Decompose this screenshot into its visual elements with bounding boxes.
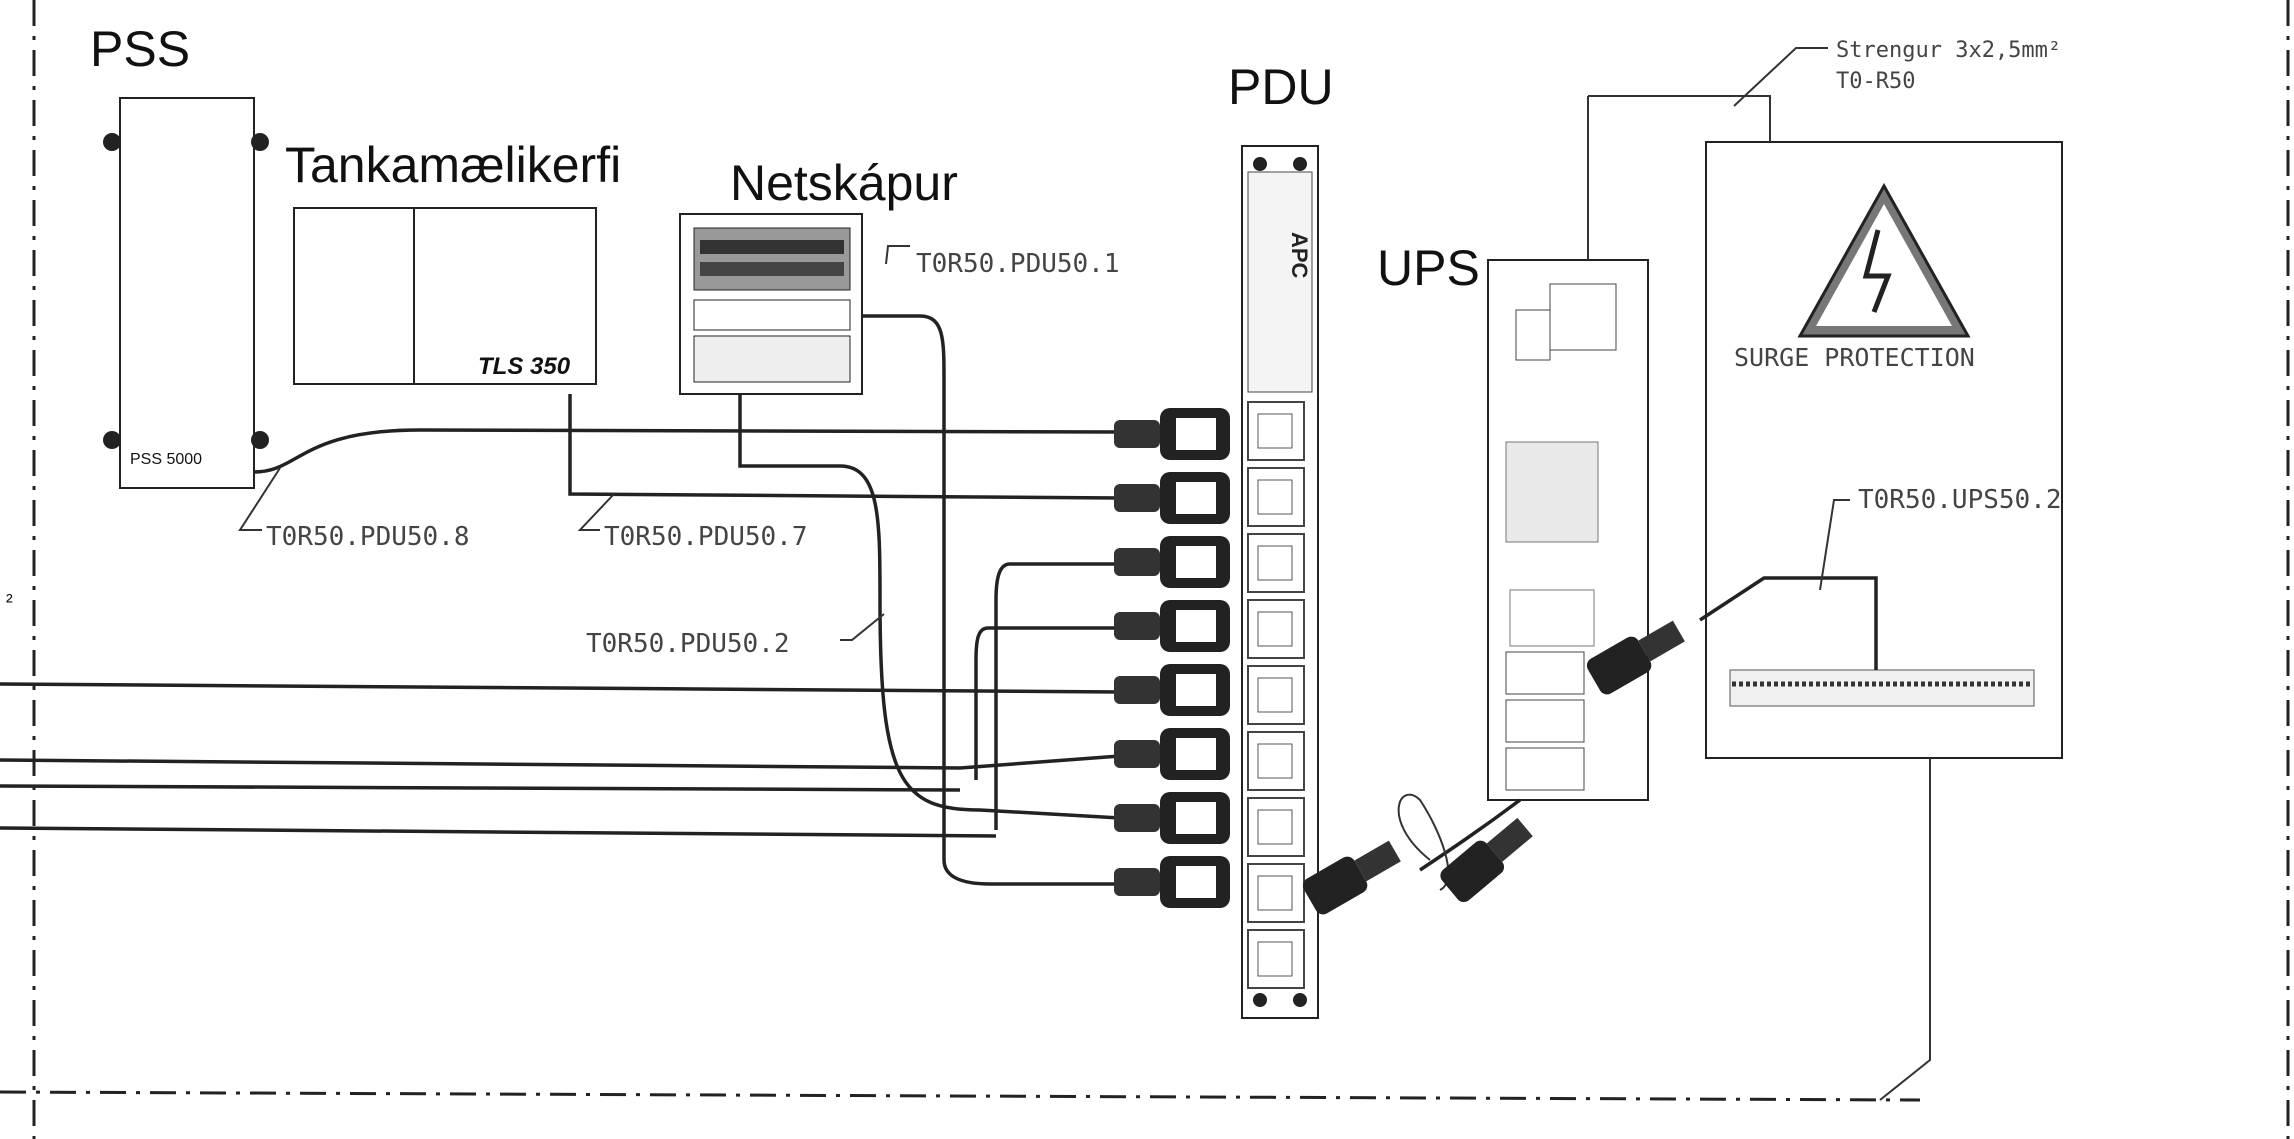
pss-unit: PSS 5000 — [103, 97, 269, 489]
iec-outlet-icon — [1247, 731, 1305, 791]
netskapur-title: Netskápur — [730, 155, 958, 211]
surge-protection-cabinet: SURGE PROTECTION — [1705, 141, 2063, 759]
strengur-label-2: T0-R50 — [1836, 69, 1915, 94]
iec-plug-icon — [1114, 472, 1230, 524]
iec-plug-icon — [1114, 664, 1230, 716]
iec-plug-icon — [1586, 620, 1685, 695]
ups-unit — [1487, 96, 1649, 801]
iec-outlet-icon — [1247, 665, 1305, 725]
wire-pdu-4 — [974, 626, 1120, 780]
tank-title: Tankamælikerfi — [285, 137, 621, 193]
iec-outlet-icon — [1247, 533, 1305, 593]
surge-label: SURGE PROTECTION — [1734, 343, 1975, 372]
wire-net-1 — [738, 394, 1121, 820]
wire-ext-1 — [0, 682, 1121, 694]
iec-plug-icon — [1114, 728, 1230, 780]
cable-label-ups2: T0R50.UPS50.2 — [1858, 485, 2062, 515]
edge-unit-label: ² — [6, 591, 13, 613]
tls-label: TLS 350 — [478, 353, 571, 380]
strengur-cable — [1588, 95, 1771, 142]
leader-pdu1 — [885, 245, 910, 265]
wire-ups-surge — [1699, 576, 1878, 670]
wire-net-2 — [862, 314, 1120, 886]
wire-pdu-input — [1419, 798, 1522, 872]
pdu-title: PDU — [1228, 59, 1334, 115]
iec-plug-icon — [1114, 856, 1230, 908]
wire-pss — [253, 428, 1121, 474]
iec-outlet-icon — [1247, 599, 1305, 659]
iec-plug-icon — [1114, 792, 1230, 844]
ups-title: UPS — [1377, 240, 1480, 296]
cable-label-pdu1: T0R50.PDU50.1 — [916, 249, 1120, 279]
wire-ext-4 — [0, 826, 997, 838]
wire-pdu-3 — [994, 562, 1120, 830]
iec-plug-icon — [1114, 600, 1230, 652]
strengur-leader — [1733, 47, 1828, 107]
iec-outlet-icon — [1247, 929, 1305, 989]
wire-ext-3 — [0, 784, 961, 792]
strengur-label-1: Strengur 3x2,5mm² — [1836, 38, 2061, 63]
pdu-plug-group — [1114, 408, 1230, 908]
pdu-strip: APC — [1241, 145, 1319, 1019]
iec-outlet-icon — [1247, 401, 1305, 461]
pss-model-label: PSS 5000 — [130, 451, 202, 468]
tank-unit: TLS 350 — [293, 207, 597, 385]
iec-outlet-icon — [1247, 863, 1305, 923]
apc-logo: APC — [1287, 232, 1312, 279]
wire-ext-2 — [0, 754, 1121, 770]
leader-pdu8 — [238, 467, 281, 531]
iec-outlet-icon — [1247, 797, 1305, 857]
iec-plug-icon — [1302, 840, 1401, 915]
iec-plug-icon — [1114, 408, 1230, 460]
cable-label-pdu2: T0R50.PDU50.2 — [586, 629, 790, 659]
iec-plug-icon — [1440, 817, 1533, 903]
iec-plug-icon — [1114, 536, 1230, 588]
frame-bottom-dashed — [0, 1090, 1921, 1102]
leader-pdu2 — [840, 613, 885, 641]
pss-title: PSS — [90, 21, 190, 77]
iec-outlet-icon — [1247, 467, 1305, 527]
wire-tank — [568, 394, 1121, 500]
leader-pdu7 — [577, 493, 615, 531]
leader-ups2 — [1819, 499, 1850, 591]
network-cabinet — [679, 213, 863, 395]
cable-label-pdu8: T0R50.PDU50.8 — [266, 522, 470, 552]
wire-surge-bottom — [1879, 758, 1931, 1101]
cable-label-pdu7: T0R50.PDU50.7 — [604, 522, 808, 552]
